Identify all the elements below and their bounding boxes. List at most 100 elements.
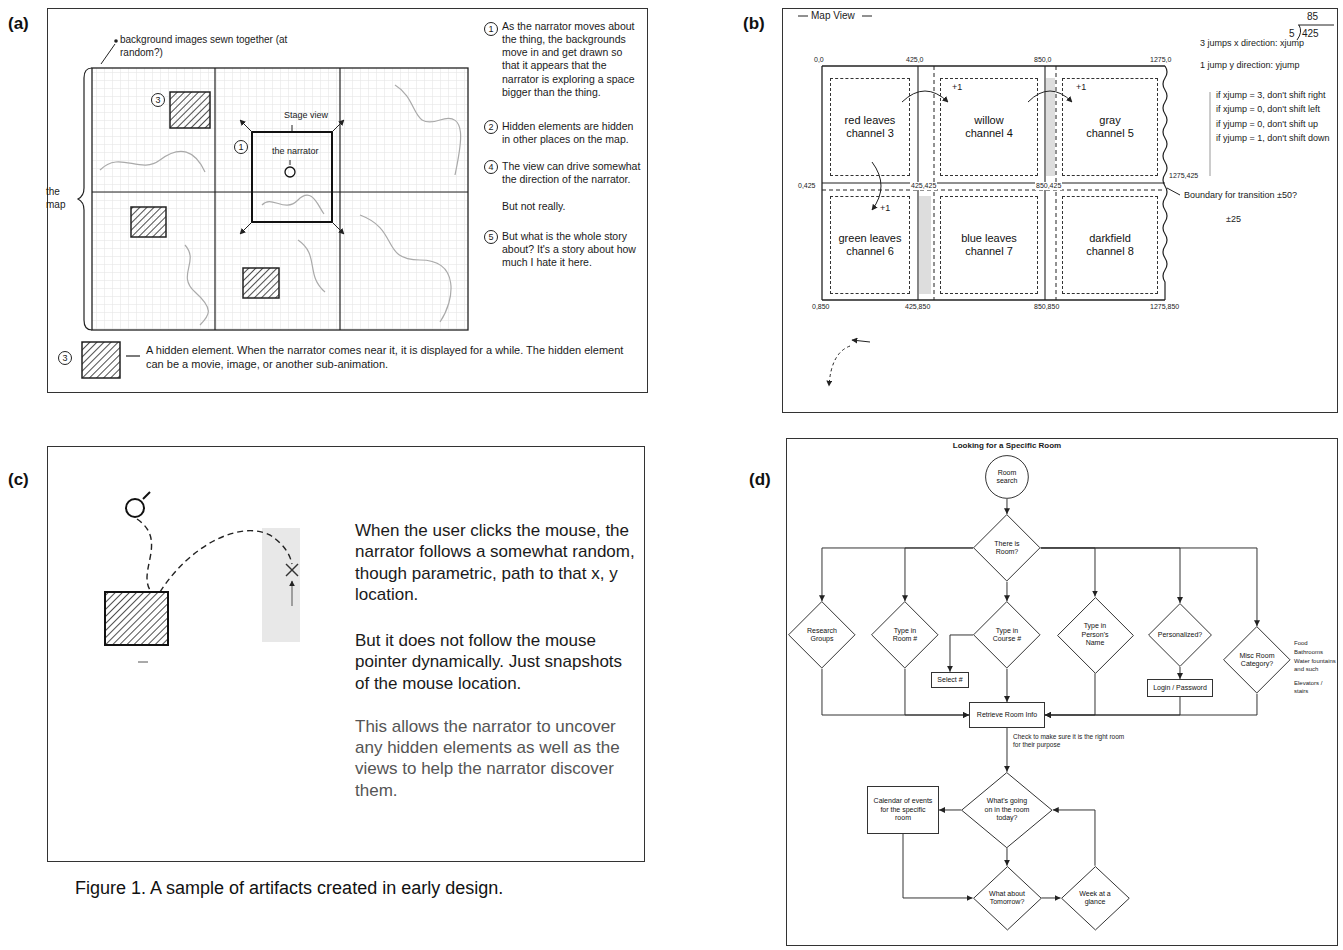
callout-number: 4: [484, 160, 498, 174]
node-text: Room search: [990, 469, 1024, 486]
handwritten-note: This allows the narrator to uncover any …: [355, 716, 640, 801]
flow-connector: [1006, 728, 1007, 772]
coordinate-label: 1275,850: [1150, 303, 1179, 312]
map-region: darkfieldchannel 8: [1062, 196, 1158, 294]
view-ray: [332, 222, 344, 234]
panel-heading: Map View: [811, 10, 855, 23]
hidden-element: [131, 207, 166, 237]
diamond-shape: [1224, 627, 1290, 693]
hidden-element: [82, 342, 120, 378]
decision-diamond: There is Room?: [973, 514, 1041, 582]
hidden-element: [170, 92, 210, 128]
shaded-strip: [1046, 78, 1055, 176]
flow-connector: [905, 548, 973, 601]
decision-diamond: Type in Room #: [871, 601, 939, 669]
process-box: Select #: [931, 672, 968, 688]
leader-line: [290, 160, 291, 165]
leader-line: [292, 125, 293, 131]
callout-number: 1: [484, 22, 498, 36]
text-block: Type in Course #: [987, 627, 1027, 644]
decision-diamond: Research Groups: [788, 601, 856, 669]
dash: [138, 662, 148, 663]
callout-number: 3: [151, 93, 165, 107]
map-region: red leaveschannel 3: [830, 78, 910, 176]
map-division: [214, 68, 215, 330]
annotation: Elevators / stairs: [1294, 680, 1336, 695]
node-text: Type in Course #: [987, 627, 1027, 644]
annotation: the narrator: [272, 146, 319, 157]
step-label: +1: [880, 203, 890, 214]
region-label: gray: [1086, 114, 1134, 127]
background-squiggle: [298, 240, 325, 292]
background-squiggle: [100, 151, 205, 172]
callout-number: 3: [58, 351, 72, 365]
node-text: Misc Room Category?: [1237, 652, 1277, 669]
region-label: willow: [965, 114, 1013, 127]
decision-diamond: Misc Room Category?: [1223, 626, 1291, 694]
decision-diamond: Type in Person's Name: [1057, 597, 1134, 674]
flow-connector: [1006, 499, 1007, 514]
coordinate-label: 1275,425: [1168, 172, 1199, 180]
text-block: red leaveschannel 3: [845, 114, 896, 140]
view-ray: [240, 222, 252, 234]
diamond-shape: [974, 515, 1040, 581]
map-outline: [92, 68, 468, 330]
text-block: Week at a glance: [1075, 890, 1115, 907]
leader-line: [1167, 188, 1180, 195]
dash: [126, 355, 140, 356]
annotation: Bathrooms: [1294, 649, 1336, 657]
region-label: green leaves: [839, 232, 902, 245]
grid-line: [822, 65, 1165, 66]
annotation: Stage view: [284, 110, 328, 121]
region-label: darkfield: [1086, 232, 1134, 245]
flow-connector: [1045, 673, 1095, 715]
annotation: the map: [46, 186, 76, 211]
rule-note: if xjump = 3, don't shift right: [1216, 90, 1338, 101]
handwritten-note: Boundary for transition ±50?: [1184, 190, 1334, 201]
diamond-shape: [789, 602, 855, 668]
flow-connector: [1041, 897, 1060, 898]
dash: [798, 16, 808, 17]
process-box: Login / Password: [1147, 679, 1213, 697]
flow-connector: [1045, 697, 1180, 715]
leader-dot: [114, 39, 118, 43]
callout-number: 2: [484, 120, 498, 134]
coordinate-label: 425,425: [910, 182, 937, 190]
node-text: Type in Room #: [885, 627, 925, 644]
coordinate-label: 0,425: [797, 182, 817, 190]
node-text: What's going on in the room today?: [983, 797, 1031, 822]
diamond-shape: [1057, 597, 1133, 673]
diamond-shape: [1149, 604, 1212, 667]
rule-note: if yjump = 0, don't shift up: [1216, 119, 1338, 130]
panel-label: (a): [8, 14, 29, 34]
hidden-element: [243, 268, 279, 298]
node-text: Select #: [937, 676, 962, 684]
decision-diamond: What's going on in the room today?: [961, 772, 1053, 848]
target-mark: [286, 564, 298, 576]
background-squiggle: [185, 245, 208, 325]
annotation: Water fountains and such: [1294, 658, 1336, 673]
stage-view-box: [252, 132, 332, 222]
panel-label: (b): [743, 14, 765, 34]
shaded-strip: [262, 528, 300, 642]
figure-caption: Figure 1. A sample of artifacts created …: [75, 878, 503, 899]
flow-connector: [1041, 548, 1095, 597]
decision-diamond: Type in Course #: [973, 601, 1041, 669]
view-ray: [332, 120, 344, 132]
text-block: Research Groups: [802, 627, 842, 644]
coordinate-label: 850,0: [1034, 56, 1052, 65]
handwritten-note: As the narrator moves about the thing, t…: [502, 20, 642, 99]
hidden-element: [105, 592, 168, 645]
node-text: Week at a glance: [1075, 890, 1115, 907]
view-ray: [240, 120, 252, 132]
background-squiggle: [360, 215, 451, 322]
handwritten-note: A hidden element. When the narrator come…: [146, 344, 636, 372]
region-label: channel 6: [839, 245, 902, 258]
text-block: What's going on in the room today?: [983, 797, 1031, 822]
grid-line: [822, 182, 1165, 183]
annotation: Food: [1294, 640, 1336, 648]
text-block: Personalized?: [1158, 631, 1202, 639]
decision-diamond: Personalized?: [1148, 603, 1212, 667]
map-region: green leaveschannel 6: [830, 196, 910, 294]
